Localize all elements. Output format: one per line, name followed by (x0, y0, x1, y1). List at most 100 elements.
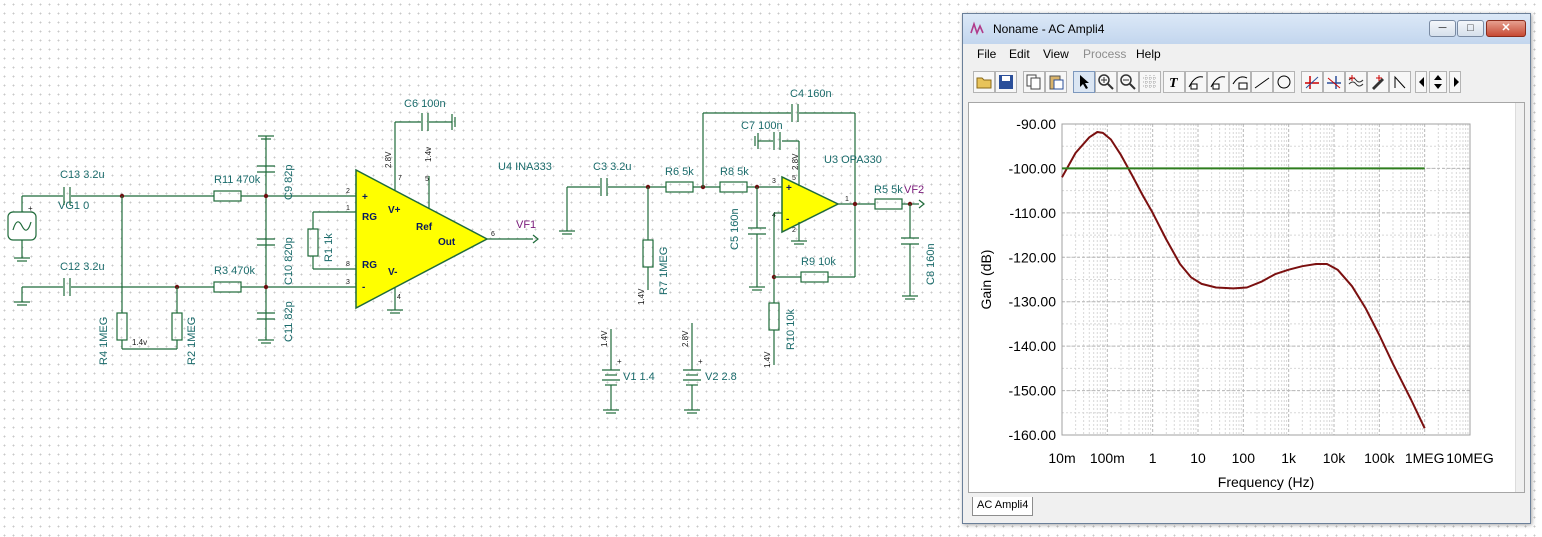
x-tick-label: 100k (1364, 450, 1395, 466)
pen-icon[interactable] (1367, 71, 1389, 93)
r4-resistor[interactable] (116, 312, 128, 341)
updown-icon[interactable] (1429, 71, 1447, 93)
y-tick-label: -120.00 (1009, 249, 1057, 265)
u4-ina333[interactable]: + RG RG - V+ V- Ref Out (355, 168, 489, 310)
r7-resistor[interactable] (642, 239, 654, 268)
title-bar[interactable]: Noname - AC Ampli4 ─ □ ✕ (963, 14, 1530, 44)
c11-capacitor[interactable] (257, 312, 275, 320)
maximize-button[interactable]: □ (1457, 20, 1484, 37)
r11-label: R11 470k (214, 174, 261, 186)
r2-resistor[interactable] (171, 312, 183, 341)
plot-area[interactable]: -90.00-100.00-110.00-120.00-130.00-140.0… (968, 102, 1525, 493)
c10-capacitor[interactable] (257, 238, 275, 246)
c8-capacitor[interactable] (901, 237, 919, 245)
menu-process[interactable]: Process (1083, 47, 1127, 61)
u3-opa330[interactable]: + - (781, 175, 840, 234)
tab-ac-ampli4[interactable]: AC Ampli4 (972, 497, 1034, 516)
y-tick-label: -110.00 (1010, 205, 1057, 221)
r1-label: R1 1k (323, 233, 335, 262)
zoom-in-icon[interactable] (1095, 71, 1117, 93)
copy-icon[interactable] (1023, 71, 1045, 93)
curve-label2-icon[interactable] (1207, 71, 1229, 93)
curve-label-icon[interactable] (1185, 71, 1207, 93)
c3-capacitor[interactable] (600, 178, 608, 196)
vertical-scrollbar[interactable] (1515, 103, 1524, 492)
v2-battery[interactable] (683, 369, 701, 386)
analysis-window[interactable]: Noname - AC Ampli4 ─ □ ✕ File Edit View … (962, 13, 1531, 524)
y-tick-label: -160.00 (1009, 427, 1057, 443)
ina-pin7: 7 (398, 175, 402, 182)
r1-resistor[interactable] (307, 228, 319, 257)
r10-resistor[interactable] (768, 302, 780, 331)
gain-chart[interactable]: -90.00-100.00-110.00-120.00-130.00-140.0… (969, 103, 1517, 492)
c5-capacitor[interactable] (748, 227, 766, 235)
menu-view[interactable]: View (1043, 47, 1069, 61)
vg1-label: VG1 0 (58, 200, 89, 212)
menu-help[interactable]: Help (1136, 47, 1161, 61)
app-icon (970, 21, 984, 36)
line-icon[interactable] (1251, 71, 1273, 93)
ina-pin3: 3 (346, 279, 350, 286)
schematic-canvas[interactable]: + VG1 0 C13 3.2u R11 470k C12 3.2u R3 47… (0, 0, 960, 537)
zoom-out-icon[interactable] (1117, 71, 1139, 93)
svg-text:+: + (28, 204, 33, 213)
c7-capacitor[interactable] (773, 132, 781, 150)
y-tick-label: -90.00 (1016, 116, 1056, 132)
c4-capacitor[interactable] (791, 104, 799, 122)
svg-text:+: + (698, 357, 703, 366)
y-tick-label: -100.00 (1009, 160, 1057, 176)
cursor-b-icon[interactable] (1323, 71, 1345, 93)
minimize-button[interactable]: ─ (1429, 20, 1456, 37)
curve-label3-icon[interactable] (1229, 71, 1251, 93)
c9-capacitor[interactable] (257, 165, 275, 173)
c5-label: C5 160n (729, 208, 741, 250)
c13-capacitor[interactable] (63, 187, 71, 205)
x-tick-label: 100 (1232, 450, 1256, 466)
c9-label: C9 82p (283, 165, 295, 200)
ina-pin6: 6 (491, 231, 495, 238)
r10-1v4-label: 1.4V (763, 351, 772, 368)
next-icon[interactable] (1449, 71, 1461, 93)
x-tick-label: 1MEG (1405, 450, 1445, 466)
r6-resistor[interactable] (665, 181, 694, 193)
close-button[interactable]: ✕ (1486, 20, 1526, 37)
r8-resistor[interactable] (719, 181, 748, 193)
pointer-icon[interactable] (1073, 71, 1095, 93)
cursor-a-icon[interactable] (1301, 71, 1323, 93)
paste-icon[interactable] (1045, 71, 1067, 93)
wave-icon[interactable] (1345, 71, 1367, 93)
open-icon[interactable] (973, 71, 995, 93)
vf2-probe[interactable]: VF2 (904, 184, 924, 196)
vg1-source[interactable]: + (7, 196, 37, 262)
grid-icon[interactable] (1139, 71, 1161, 93)
x-tick-label: 1k (1281, 450, 1297, 466)
c12-label: C12 3.2u (60, 261, 105, 273)
ina-pin4: 4 (397, 294, 401, 301)
ina-plus: + (362, 192, 368, 203)
v2-label: V2 2.8 (705, 371, 737, 383)
c6-capacitor[interactable] (421, 113, 429, 131)
r5-label: R5 5k (874, 184, 903, 196)
toolbar: T (967, 66, 1518, 98)
ina-ref-1v4-label: 1.4v (424, 147, 433, 162)
arrow-icon[interactable] (1389, 71, 1411, 93)
c7-label: C7 100n (741, 120, 783, 132)
c4-label: C4 160n (790, 88, 832, 100)
r9-resistor[interactable] (800, 271, 829, 283)
vf1-probe[interactable]: VF1 (516, 219, 536, 231)
v1-top-label: 1.4V (600, 330, 609, 347)
circle-icon[interactable] (1273, 71, 1295, 93)
prev-icon[interactable] (1415, 71, 1427, 93)
save-icon[interactable] (995, 71, 1017, 93)
r3-resistor[interactable] (213, 281, 242, 293)
series-line-1 (1061, 131, 1426, 429)
r5-resistor[interactable] (874, 198, 903, 210)
c12-capacitor[interactable] (63, 278, 71, 296)
menu-edit[interactable]: Edit (1009, 47, 1030, 61)
text-icon[interactable]: T (1163, 71, 1185, 93)
r11-resistor[interactable] (213, 190, 242, 202)
menu-file[interactable]: File (977, 47, 997, 61)
ina-ref: Ref (416, 222, 433, 233)
svg-text:+: + (617, 357, 622, 366)
v1-battery[interactable] (602, 369, 620, 386)
